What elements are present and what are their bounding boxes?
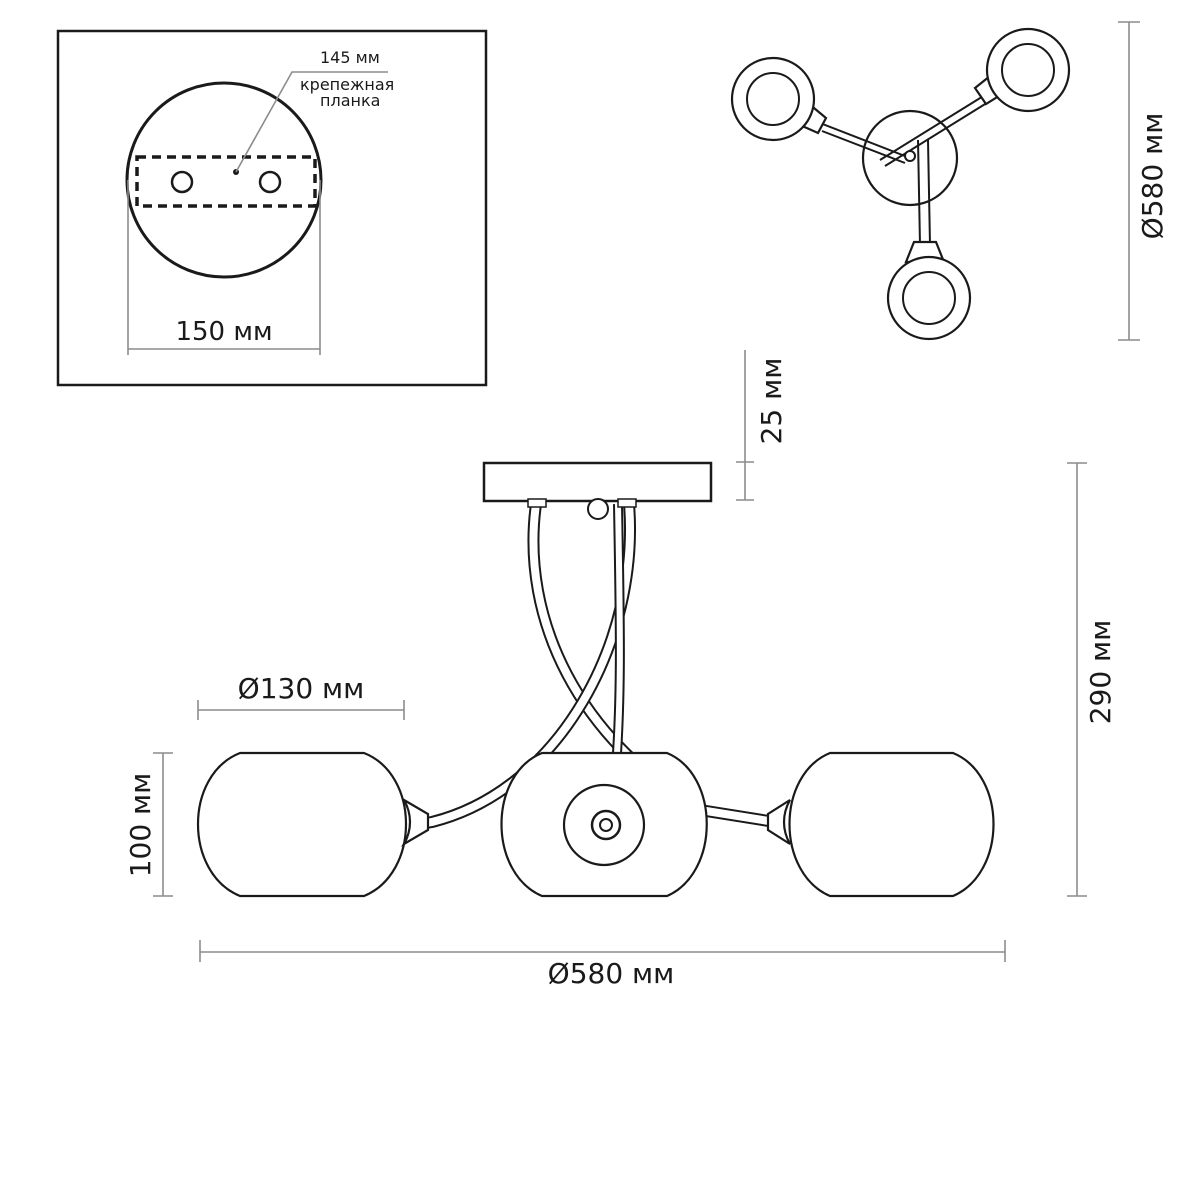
bracket-leader-line: [235, 71, 388, 173]
top-shade-bottom: [886, 255, 972, 341]
top-center-screw: [904, 150, 916, 162]
side-canopy: [482, 461, 713, 503]
mounting-hole-right: [258, 170, 282, 194]
top-shade-left: [730, 56, 816, 142]
total-height-label: 290 мм: [1084, 620, 1117, 725]
side-holder-left: [401, 796, 430, 848]
mounting-bracket: [135, 155, 317, 208]
plate-width-label: 145 мм: [320, 48, 380, 67]
shade-diameter-label: Ø130 мм: [238, 672, 365, 705]
canopy-plate-circle: [125, 81, 323, 279]
canopy-diameter-label: 150 мм: [175, 317, 272, 347]
top-arm-left: [819, 122, 911, 164]
bracket-label-line1: крепежная: [300, 75, 394, 94]
top-shade-bottom-inner: [902, 271, 956, 325]
side-canopy-screw: [587, 498, 609, 520]
shade-height-label: 100 мм: [124, 773, 157, 878]
side-stem-cap-right: [617, 498, 637, 508]
side-holder-right: [766, 799, 791, 845]
side-stem-cap-left: [527, 498, 547, 508]
top-view: Ø580 мм: [730, 21, 1169, 341]
side-shade-left: [197, 751, 407, 898]
side-middle-holder-core: [599, 818, 613, 832]
top-shade-right: [985, 27, 1071, 113]
mounting-inset: 145 мм крепежная планка 150 мм: [56, 29, 488, 387]
side-view: 25 мм Ø130 м: [124, 350, 1117, 990]
top-arm-bottom: [917, 139, 931, 246]
top-arm-right: [879, 94, 991, 167]
bracket-label-line2: планка: [320, 91, 380, 110]
mounting-hole-left: [170, 170, 194, 194]
total-diameter-label: Ø580 мм: [548, 957, 675, 990]
top-diameter-label: Ø580 мм: [1136, 113, 1169, 240]
top-shade-right-inner: [1001, 43, 1055, 97]
side-shade-right: [788, 751, 995, 898]
canopy-height-label: 25 мм: [755, 358, 788, 445]
top-shade-left-inner: [746, 72, 800, 126]
